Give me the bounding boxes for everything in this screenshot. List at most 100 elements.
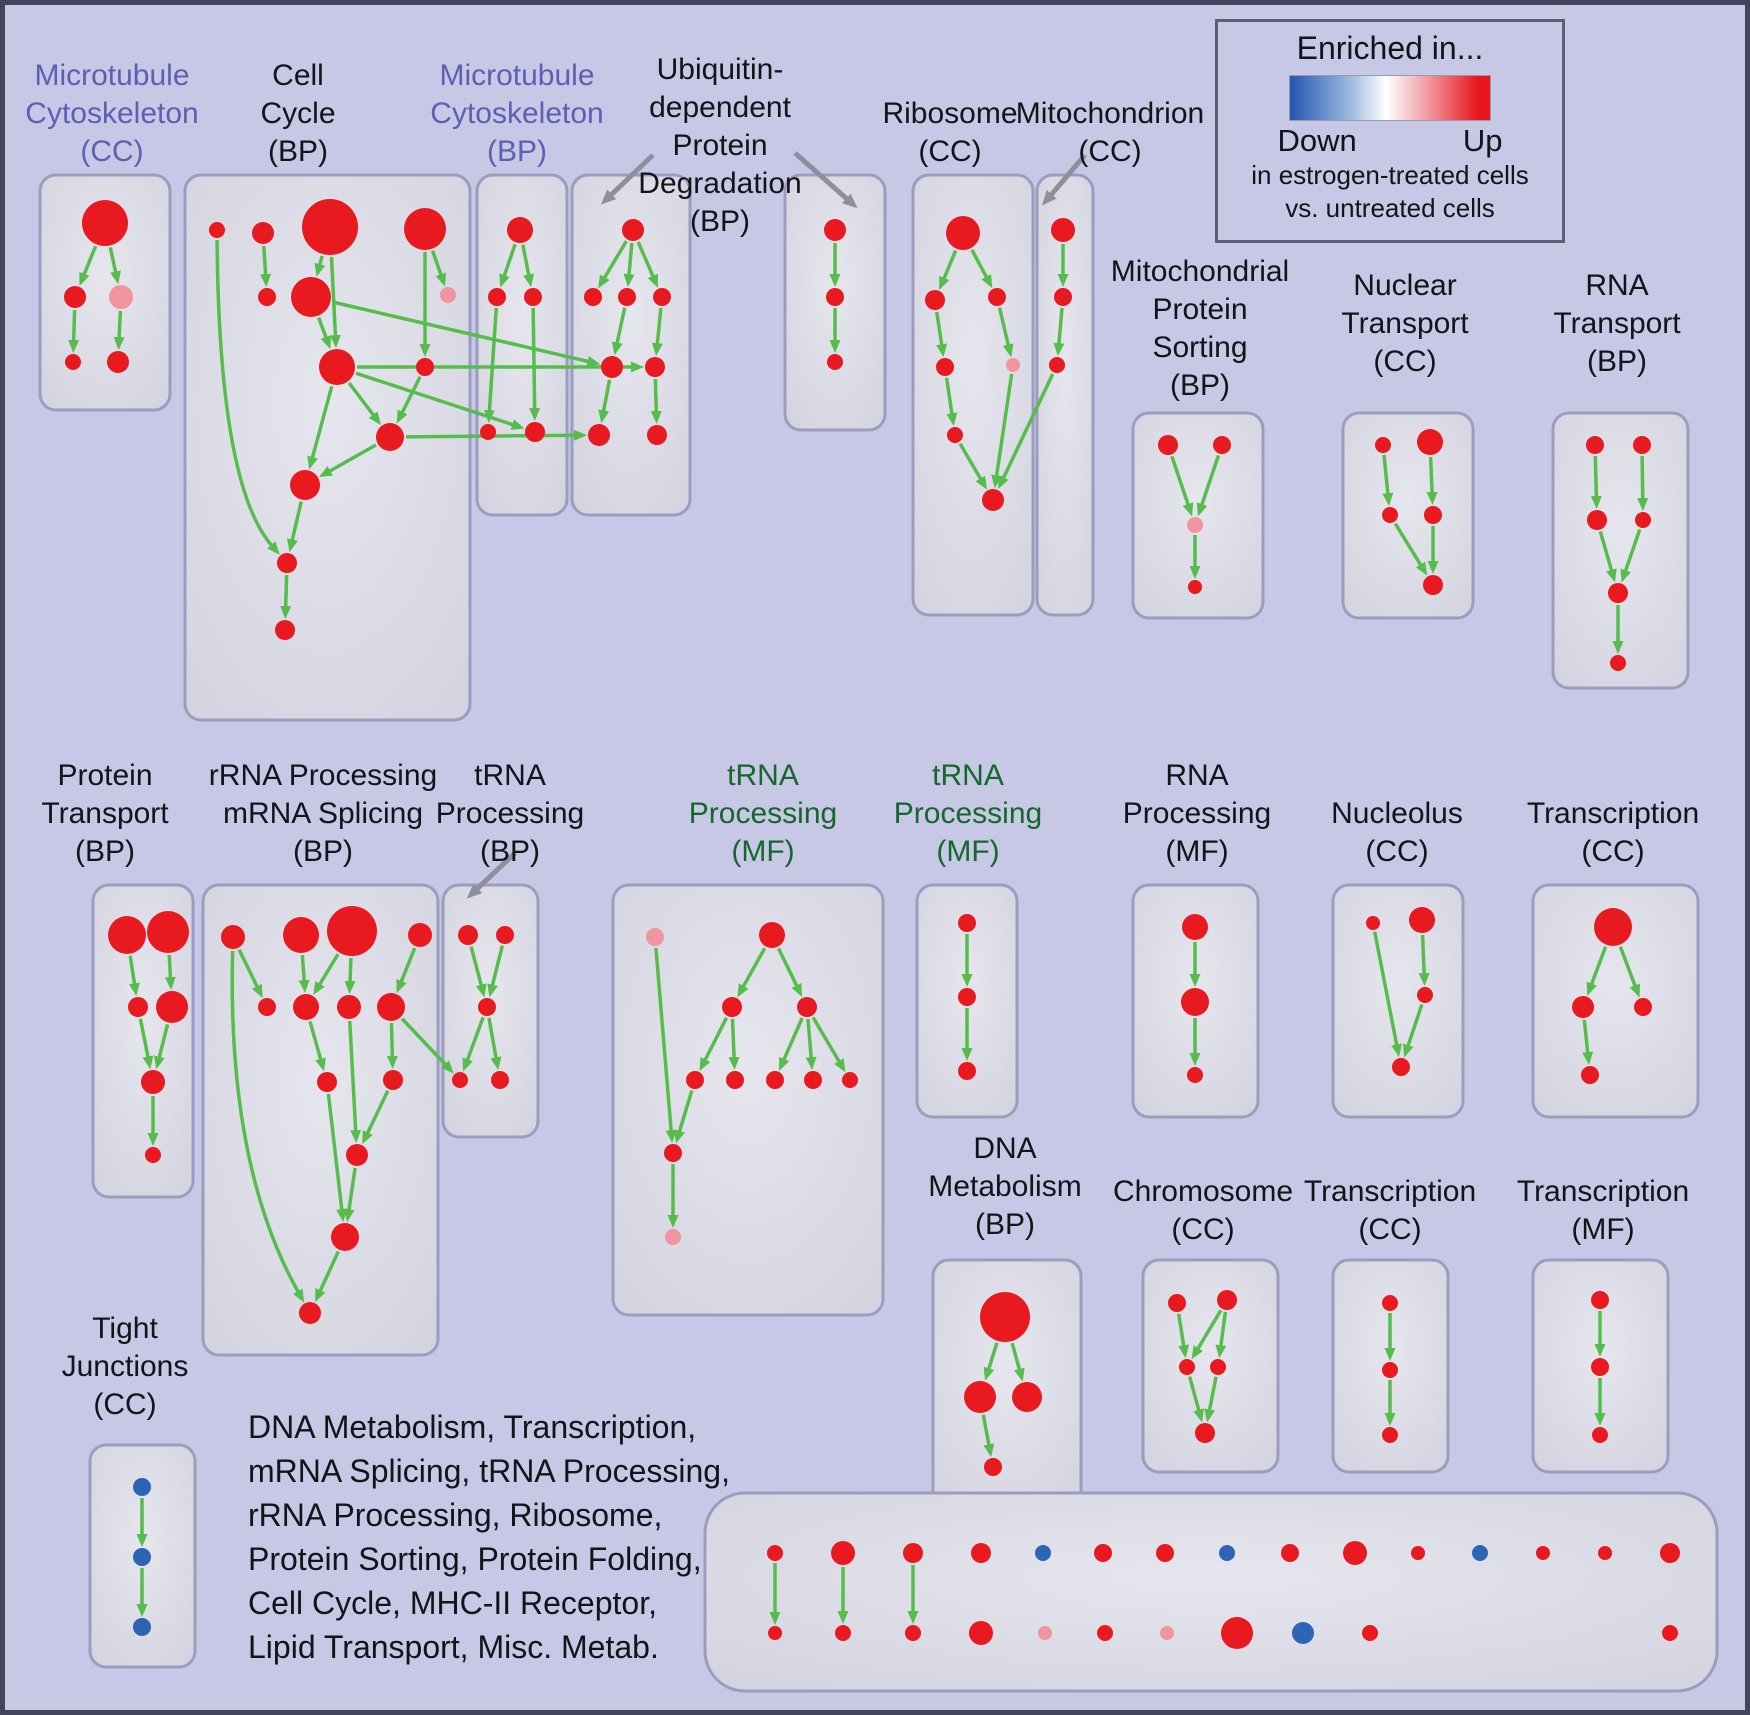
edge-nuclear-transport-cc-2-4 [1393, 522, 1428, 576]
edge-nuclear-transport-cc-1-3 [1426, 456, 1438, 506]
edge-ubiquitin-degradation-bp-4-6 [598, 379, 612, 424]
go-node-trna-processing-mf-1-7 [804, 1071, 822, 1089]
edge-rrna-processing-mrna-splicing-bp-2-5 [313, 953, 340, 996]
go-node-rrna-processing-mrna-splicing-bp-3 [408, 923, 432, 947]
go-node-nucleolus-cc-1 [1409, 907, 1435, 933]
cross-edge-mitochondrion-cc-ribosome-cc [998, 373, 1055, 490]
edge-cell-cycle-bp-5-7 [317, 317, 332, 350]
go-node-ubiquitin-degradation-bp-4 [601, 356, 623, 378]
go-node-mitochondrial-protein-sorting-bp-3 [1188, 580, 1202, 594]
go-node-mitochondrion-cc-1 [1054, 288, 1072, 306]
go-node-nuclear-transport-cc-4 [1423, 575, 1443, 595]
edge-nucleolus-cc-0-3 [1373, 931, 1403, 1058]
cluster-box-rna-transport-bp [1551, 411, 1690, 690]
edge-trna-processing-mf-1-2-5 [728, 1018, 740, 1071]
go-node-misc-cluster-10 [1411, 1546, 1425, 1560]
go-node-trna-processing-mf-2-2 [958, 1062, 976, 1080]
edge-microtubule-cytoskeleton-cc-2-4 [113, 310, 125, 351]
go-network-diagram [38, 151, 1719, 1693]
misc-caption-line-2: mRNA Splicing, tRNA Processing, [248, 1453, 730, 1489]
edge-trna-processing-bp-2-4 [487, 1017, 502, 1071]
go-node-mitochondrion-cc-2 [1049, 357, 1065, 373]
edge-rna-transport-bp-1-3 [1637, 455, 1649, 512]
edge-trna-processing-mf-1-1-3 [776, 947, 803, 998]
go-node-transcription-mf-2 [1592, 1427, 1608, 1443]
go-node-misc-cluster-0 [767, 1545, 783, 1561]
go-node-misc-cluster-1 [831, 1541, 855, 1565]
edge-cell-cycle-bp-9-10 [318, 443, 377, 478]
go-node-dna-metabolism-bp-2 [1012, 1382, 1042, 1412]
go-node-rna-transport-bp-1 [1633, 436, 1651, 454]
go-node-tight-junctions-cc-2 [133, 1618, 151, 1636]
edge-ribosome-cc-0-2 [970, 248, 993, 289]
label-pointer-arrow-2 [793, 151, 858, 209]
go-node-nuclear-transport-cc-2 [1382, 507, 1398, 523]
go-node-ubiquitin-degradation-bp-2 [618, 288, 636, 306]
go-node-trna-processing-mf-1-3 [797, 997, 817, 1017]
label-pointer-arrow-4 [466, 851, 517, 899]
go-node-mitochondrial-protein-sorting-bp-1 [1213, 436, 1231, 454]
go-node-transcription-cc-2-0 [1382, 1295, 1398, 1311]
go-node-trna-processing-mf-1-9 [664, 1144, 682, 1162]
go-node-ubiquitin-degradation-bp-3 [653, 288, 671, 306]
edge-rrna-processing-mrna-splicing-bp-8-11 [326, 1093, 348, 1223]
go-node-trna-processing-mf-2-1 [958, 988, 976, 1006]
go-node-trna-processing-bp-0 [458, 925, 478, 945]
go-node-misc-cluster-4 [1035, 1545, 1051, 1561]
go-node-rrna-processing-mrna-splicing-bp-10 [346, 1144, 368, 1166]
edge-trna-processing-bp-1-2 [487, 945, 505, 998]
edge-ubiquitin-degradation-bp-0-3 [636, 241, 659, 288]
go-node-misc-cluster-19 [1038, 1626, 1052, 1640]
go-node-ubiquitin-degradation-bp-5 [645, 357, 665, 377]
edge-trna-processing-bp-0-2 [469, 946, 487, 998]
go-node-protein-transport-bp-1 [147, 911, 189, 953]
edge-cell-cycle-bp-2-5 [314, 255, 326, 277]
cluster-box-misc-cluster [703, 1491, 1719, 1693]
go-node-chromosome-cc-2 [1179, 1359, 1195, 1375]
edge-transcription-cc-1-0-2 [1618, 946, 1641, 998]
edge-rrna-processing-mrna-splicing-bp-7-9 [386, 1022, 398, 1070]
go-node-ribosome-cc-3 [936, 358, 954, 376]
go-node-transcription-cc-1-2 [1634, 998, 1652, 1016]
go-node-nuclear-transport-cc-1 [1417, 429, 1443, 455]
edge-microtubule-cytoskeleton-cc-0-1 [79, 245, 98, 286]
go-node-ribosome-cc-0 [946, 216, 980, 250]
legend-subtitle-1: in estrogen-treated cells [1251, 160, 1529, 190]
edge-trna-processing-mf-1-4-9 [674, 1090, 694, 1144]
go-node-cell-cycle-bp-8 [416, 358, 434, 376]
go-node-trna-processing-mf-1-4 [686, 1071, 704, 1089]
go-node-microtubule-cytoskeleton-bp-3 [480, 424, 496, 440]
go-node-misc-cluster-9 [1343, 1541, 1367, 1565]
go-node-nucleolus-cc-3 [1392, 1058, 1410, 1076]
edge-trna-processing-mf-1-1-2 [737, 947, 767, 998]
edge-trna-processing-mf-1-3-6 [779, 1017, 804, 1071]
go-node-rrna-processing-mrna-splicing-bp-8 [317, 1072, 337, 1092]
edge-rrna-processing-mrna-splicing-bp-10-11 [343, 1167, 357, 1223]
go-node-microtubule-cytoskeleton-bp-4 [525, 422, 545, 442]
edge-chromosome-cc-0-2 [1176, 1313, 1190, 1359]
go-node-transcription-mf-0 [1591, 1291, 1609, 1309]
go-node-transcription-cc-1-3 [1581, 1066, 1599, 1084]
go-node-cell-cycle-bp-0 [209, 222, 225, 238]
go-node-misc-cluster-13 [1598, 1546, 1612, 1560]
go-node-rrna-processing-mrna-splicing-bp-12 [299, 1302, 321, 1324]
go-node-tight-junctions-cc-0 [133, 1478, 151, 1496]
go-node-misc-cluster-21 [1160, 1626, 1174, 1640]
go-node-nuclear-transport-cc-3 [1424, 506, 1442, 524]
go-node-ubiquitin-degradation-bp-7 [647, 425, 667, 445]
go-node-cell-cycle-bp-9 [376, 423, 404, 451]
pointer-arrows-layer [466, 151, 1087, 899]
go-node-rna-transport-bp-4 [1608, 583, 1628, 603]
go-node-rrna-processing-mrna-splicing-bp-11 [331, 1223, 359, 1251]
edge-dna-metabolism-bp-1-3 [981, 1414, 995, 1458]
edge-rrna-processing-mrna-splicing-bp-5-8 [308, 1020, 326, 1072]
edge-cell-cycle-bp-3-6 [430, 250, 446, 287]
